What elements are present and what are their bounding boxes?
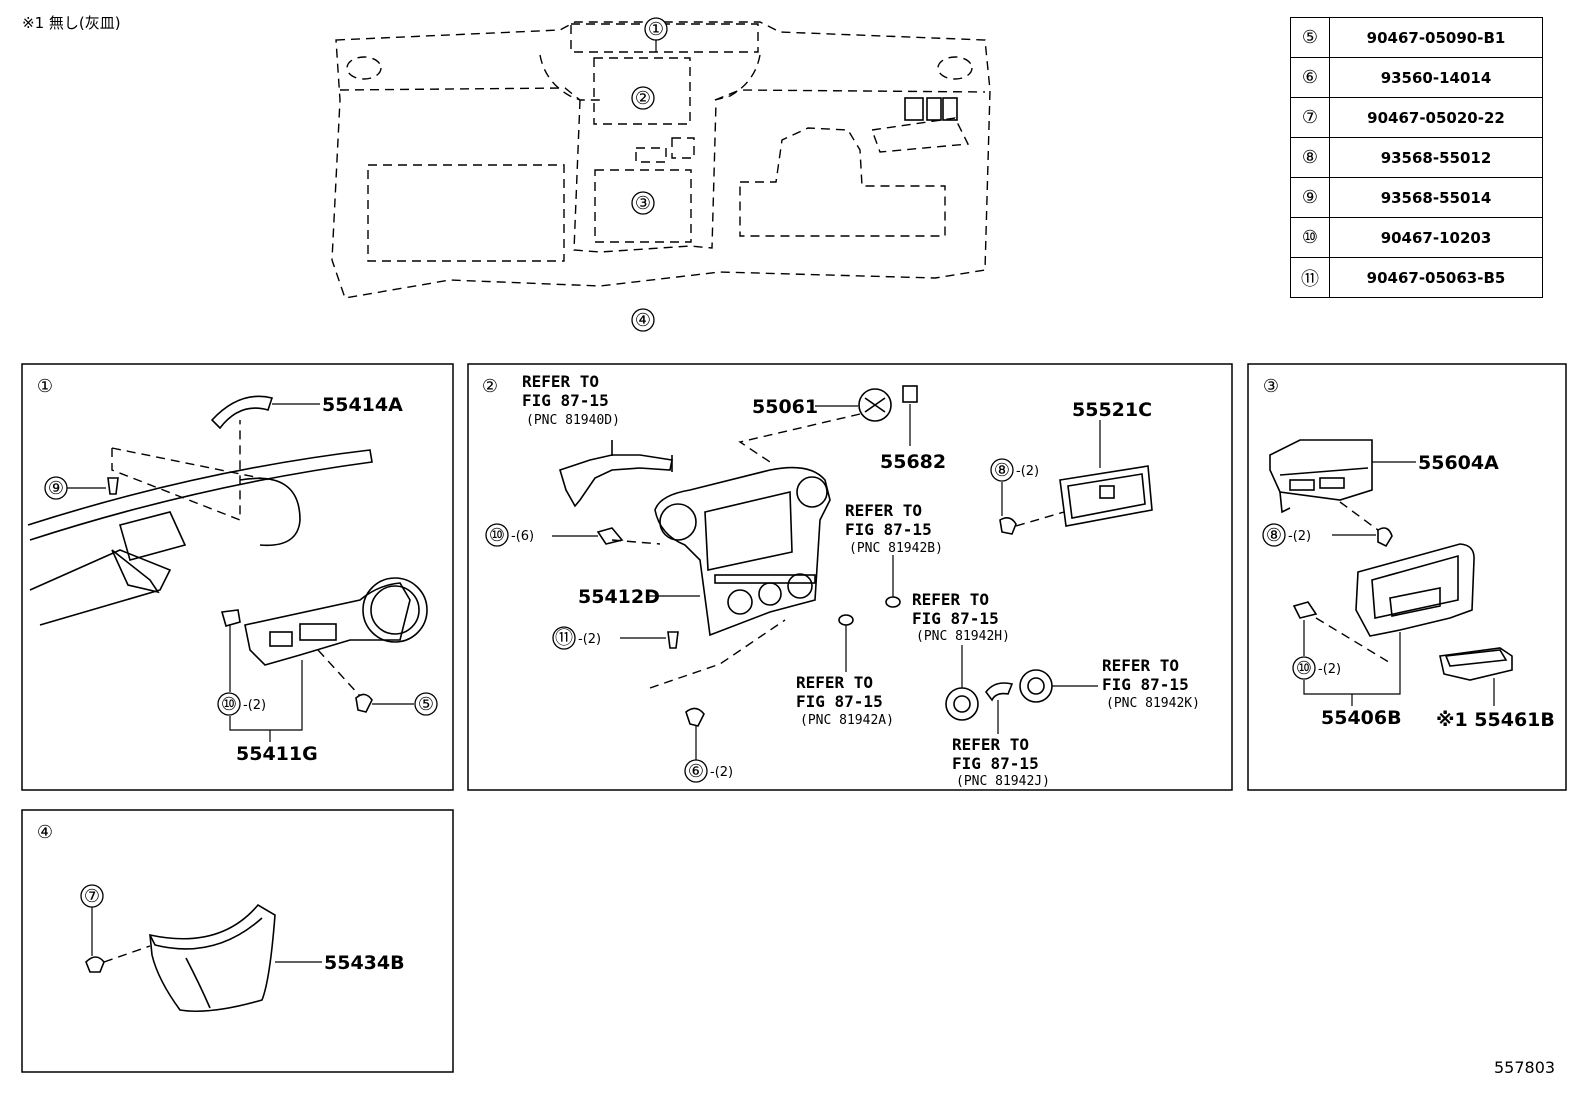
ref-81940d-line3: (PNC 81940D): [526, 413, 620, 428]
overview-callout-3: ③: [635, 193, 651, 214]
table-part-number: 90467-05063-B5: [1329, 257, 1543, 298]
table-part-number: 93568-55012: [1329, 137, 1543, 178]
panel-3-callout-8-qty: -(2): [1288, 529, 1311, 544]
table-part-number: 90467-05090-B1: [1329, 17, 1543, 58]
ref-81942h-line3: (PNC 81942H): [916, 629, 1010, 644]
table-key: ⑧: [1290, 137, 1330, 178]
panel-2-callout-6-qty: -(2): [710, 765, 733, 780]
table-row: ⑩ 90467-10203: [1290, 217, 1543, 258]
part-55604a: 55604A: [1418, 452, 1499, 474]
table-key: ⑩: [1290, 217, 1330, 258]
panel-2-callout-10: ⑩: [489, 525, 505, 546]
table-key: ⑨: [1290, 177, 1330, 218]
panel-2-index: ②: [482, 376, 498, 397]
panel-3-callout-8: ⑧: [1266, 525, 1282, 546]
part-55434b: 55434B: [324, 952, 405, 974]
panel-3: ③ 55604A ⑧ -(2) ⑩ -(2) 55406B ※1 5546: [1247, 363, 1567, 791]
figure-number: 557803: [1494, 1058, 1556, 1077]
ref-81942b-line3: (PNC 81942B): [849, 541, 943, 556]
panel-3-index: ③: [1263, 376, 1279, 397]
panel-1-callout-10-qty: -(2): [243, 698, 266, 713]
ref-81942a-line2: FIG 87-15: [796, 692, 883, 711]
table-row: ⑥ 93560-14014: [1290, 57, 1543, 98]
ref-81942k-line3: (PNC 81942K): [1106, 696, 1200, 711]
table-key: ⑦: [1290, 97, 1330, 138]
panel-2-callout-8-qty: -(2): [1016, 464, 1039, 479]
panel-4-callout-7: ⑦: [84, 886, 100, 907]
part-55412d: 55412D: [578, 586, 660, 608]
table-part-number: 93568-55014: [1329, 177, 1543, 218]
overview-callout-2: ②: [635, 88, 651, 109]
part-55682: 55682: [880, 451, 946, 473]
table-key: ⑤: [1290, 17, 1330, 58]
panel-1-callout-9: ⑨: [48, 478, 64, 499]
ref-81942h-line2: FIG 87-15: [912, 609, 999, 628]
table-key: ⑥: [1290, 57, 1330, 98]
ref-81942j-line1: REFER TO: [952, 735, 1029, 754]
panel-2-callout-8: ⑧: [994, 460, 1010, 481]
panel-4-index: ④: [37, 822, 53, 843]
ref-81942j-line3: (PNC 81942J): [956, 774, 1050, 789]
table-row: ⑪ 90467-05063-B5: [1290, 257, 1543, 298]
panel-2-callout-11-qty: -(2): [578, 632, 601, 647]
panel-1-callout-10: ⑩: [221, 694, 237, 715]
ref-81942h-line1: REFER TO: [912, 590, 989, 609]
table-row: ⑤ 90467-05090-B1: [1290, 17, 1543, 58]
overview-callout-1: ①: [648, 19, 664, 40]
panel-2-callout-6: ⑥: [688, 761, 704, 782]
overview-callout-4: ④: [635, 310, 651, 331]
panel-2: ② REFER TO FIG 87-15 (PNC 81940D) 55061 …: [467, 363, 1233, 791]
table-row: ⑨ 93568-55014: [1290, 177, 1543, 218]
ref-81942a-line1: REFER TO: [796, 673, 873, 692]
panel-4: ④ 55434B ⑦: [21, 809, 454, 1073]
table-key: ⑪: [1290, 257, 1330, 298]
part-55406b: 55406B: [1321, 707, 1402, 729]
table-part-number: 90467-10203: [1329, 217, 1543, 258]
table-row: ⑦ 90467-05020-22: [1290, 97, 1543, 138]
ref-81942k-line1: REFER TO: [1102, 656, 1179, 675]
footnote-ashtray: ※1 無し(灰皿): [22, 14, 121, 32]
panel-3-callout-10-qty: -(2): [1318, 662, 1341, 677]
panel-1-callout-5: ⑤: [418, 694, 434, 715]
panel-1: ① 55414A ⑨ ⑤ ⑩ -(2): [21, 363, 454, 791]
ref-81942b-line2: FIG 87-15: [845, 520, 932, 539]
panel-3-callout-10: ⑩: [1296, 658, 1312, 679]
ref-81940d-line2: FIG 87-15: [522, 391, 609, 410]
panel-2-callout-11: ⑪: [555, 628, 573, 649]
table-row: ⑧ 93568-55012: [1290, 137, 1543, 178]
ref-81942k-line2: FIG 87-15: [1102, 675, 1189, 694]
table-part-number: 93560-14014: [1329, 57, 1543, 98]
panel-2-callout-10-qty: -(6): [511, 529, 534, 544]
panel-1-index: ①: [37, 376, 53, 397]
part-55411g: 55411G: [236, 743, 318, 765]
ref-81942b-line1: REFER TO: [845, 501, 922, 520]
part-55061: 55061: [752, 396, 818, 418]
parts-table: ⑤ 90467-05090-B1 ⑥ 93560-14014 ⑦ 90467-0…: [1290, 17, 1543, 298]
part-55414a: 55414A: [322, 394, 403, 416]
ref-81942j-line2: FIG 87-15: [952, 754, 1039, 773]
part-55461b: ※1 55461B: [1436, 709, 1555, 731]
part-55521c: 55521C: [1072, 399, 1152, 421]
table-part-number: 90467-05020-22: [1329, 97, 1543, 138]
overview-dashboard: ① ② ③ ④: [331, 17, 991, 332]
ref-81940d-line1: REFER TO: [522, 372, 599, 391]
ref-81942a-line3: (PNC 81942A): [800, 713, 894, 728]
